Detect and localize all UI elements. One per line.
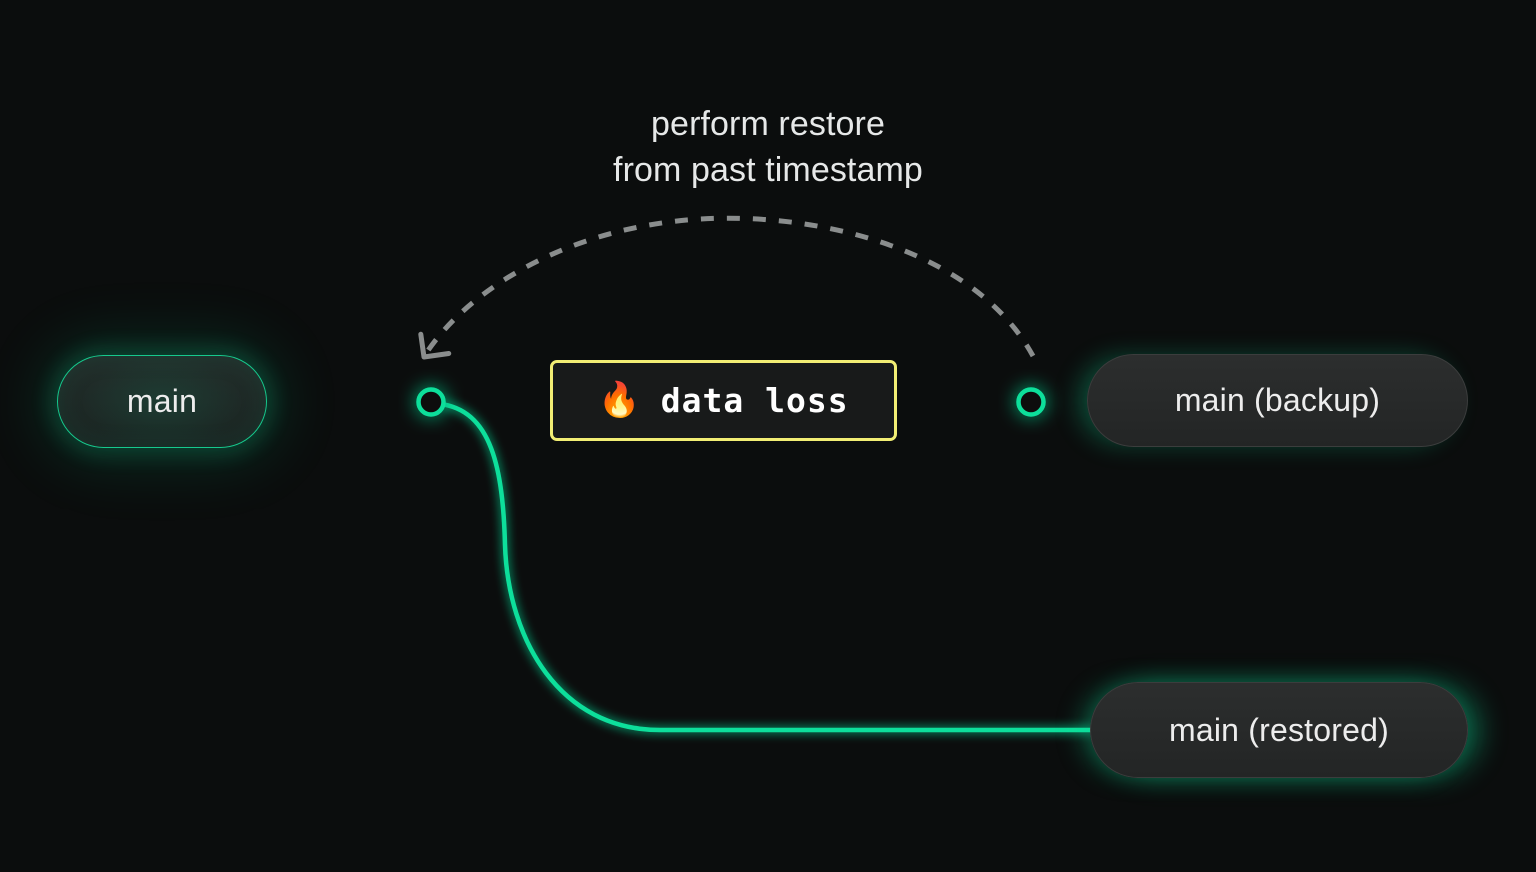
data-loss-label: data loss — [660, 381, 849, 420]
edge-branch-point-to-restored — [437, 401, 1095, 733]
fire-emoji: 🔥 — [598, 379, 642, 420]
branch-node-restored[interactable]: main (restored) — [1090, 682, 1468, 778]
branch-node-main[interactable]: main — [57, 355, 267, 448]
junction-branch-point — [416, 387, 446, 417]
data-loss-event-box[interactable]: 🔥 data loss — [550, 360, 897, 441]
junction-backup-point — [1016, 387, 1046, 417]
branch-node-backup[interactable]: main (backup) — [1087, 354, 1468, 447]
restore-arc-dashed-line — [424, 215, 1036, 358]
branch-node-main-label: main — [126, 383, 198, 419]
branch-node-restored-label: main (restored) — [1169, 711, 1389, 748]
restore-arc-arrowhead-icon — [418, 331, 452, 360]
restore-annotation-label: perform restore from past timestamp — [613, 105, 923, 189]
branch-node-backup-label: main (backup) — [1174, 382, 1381, 418]
